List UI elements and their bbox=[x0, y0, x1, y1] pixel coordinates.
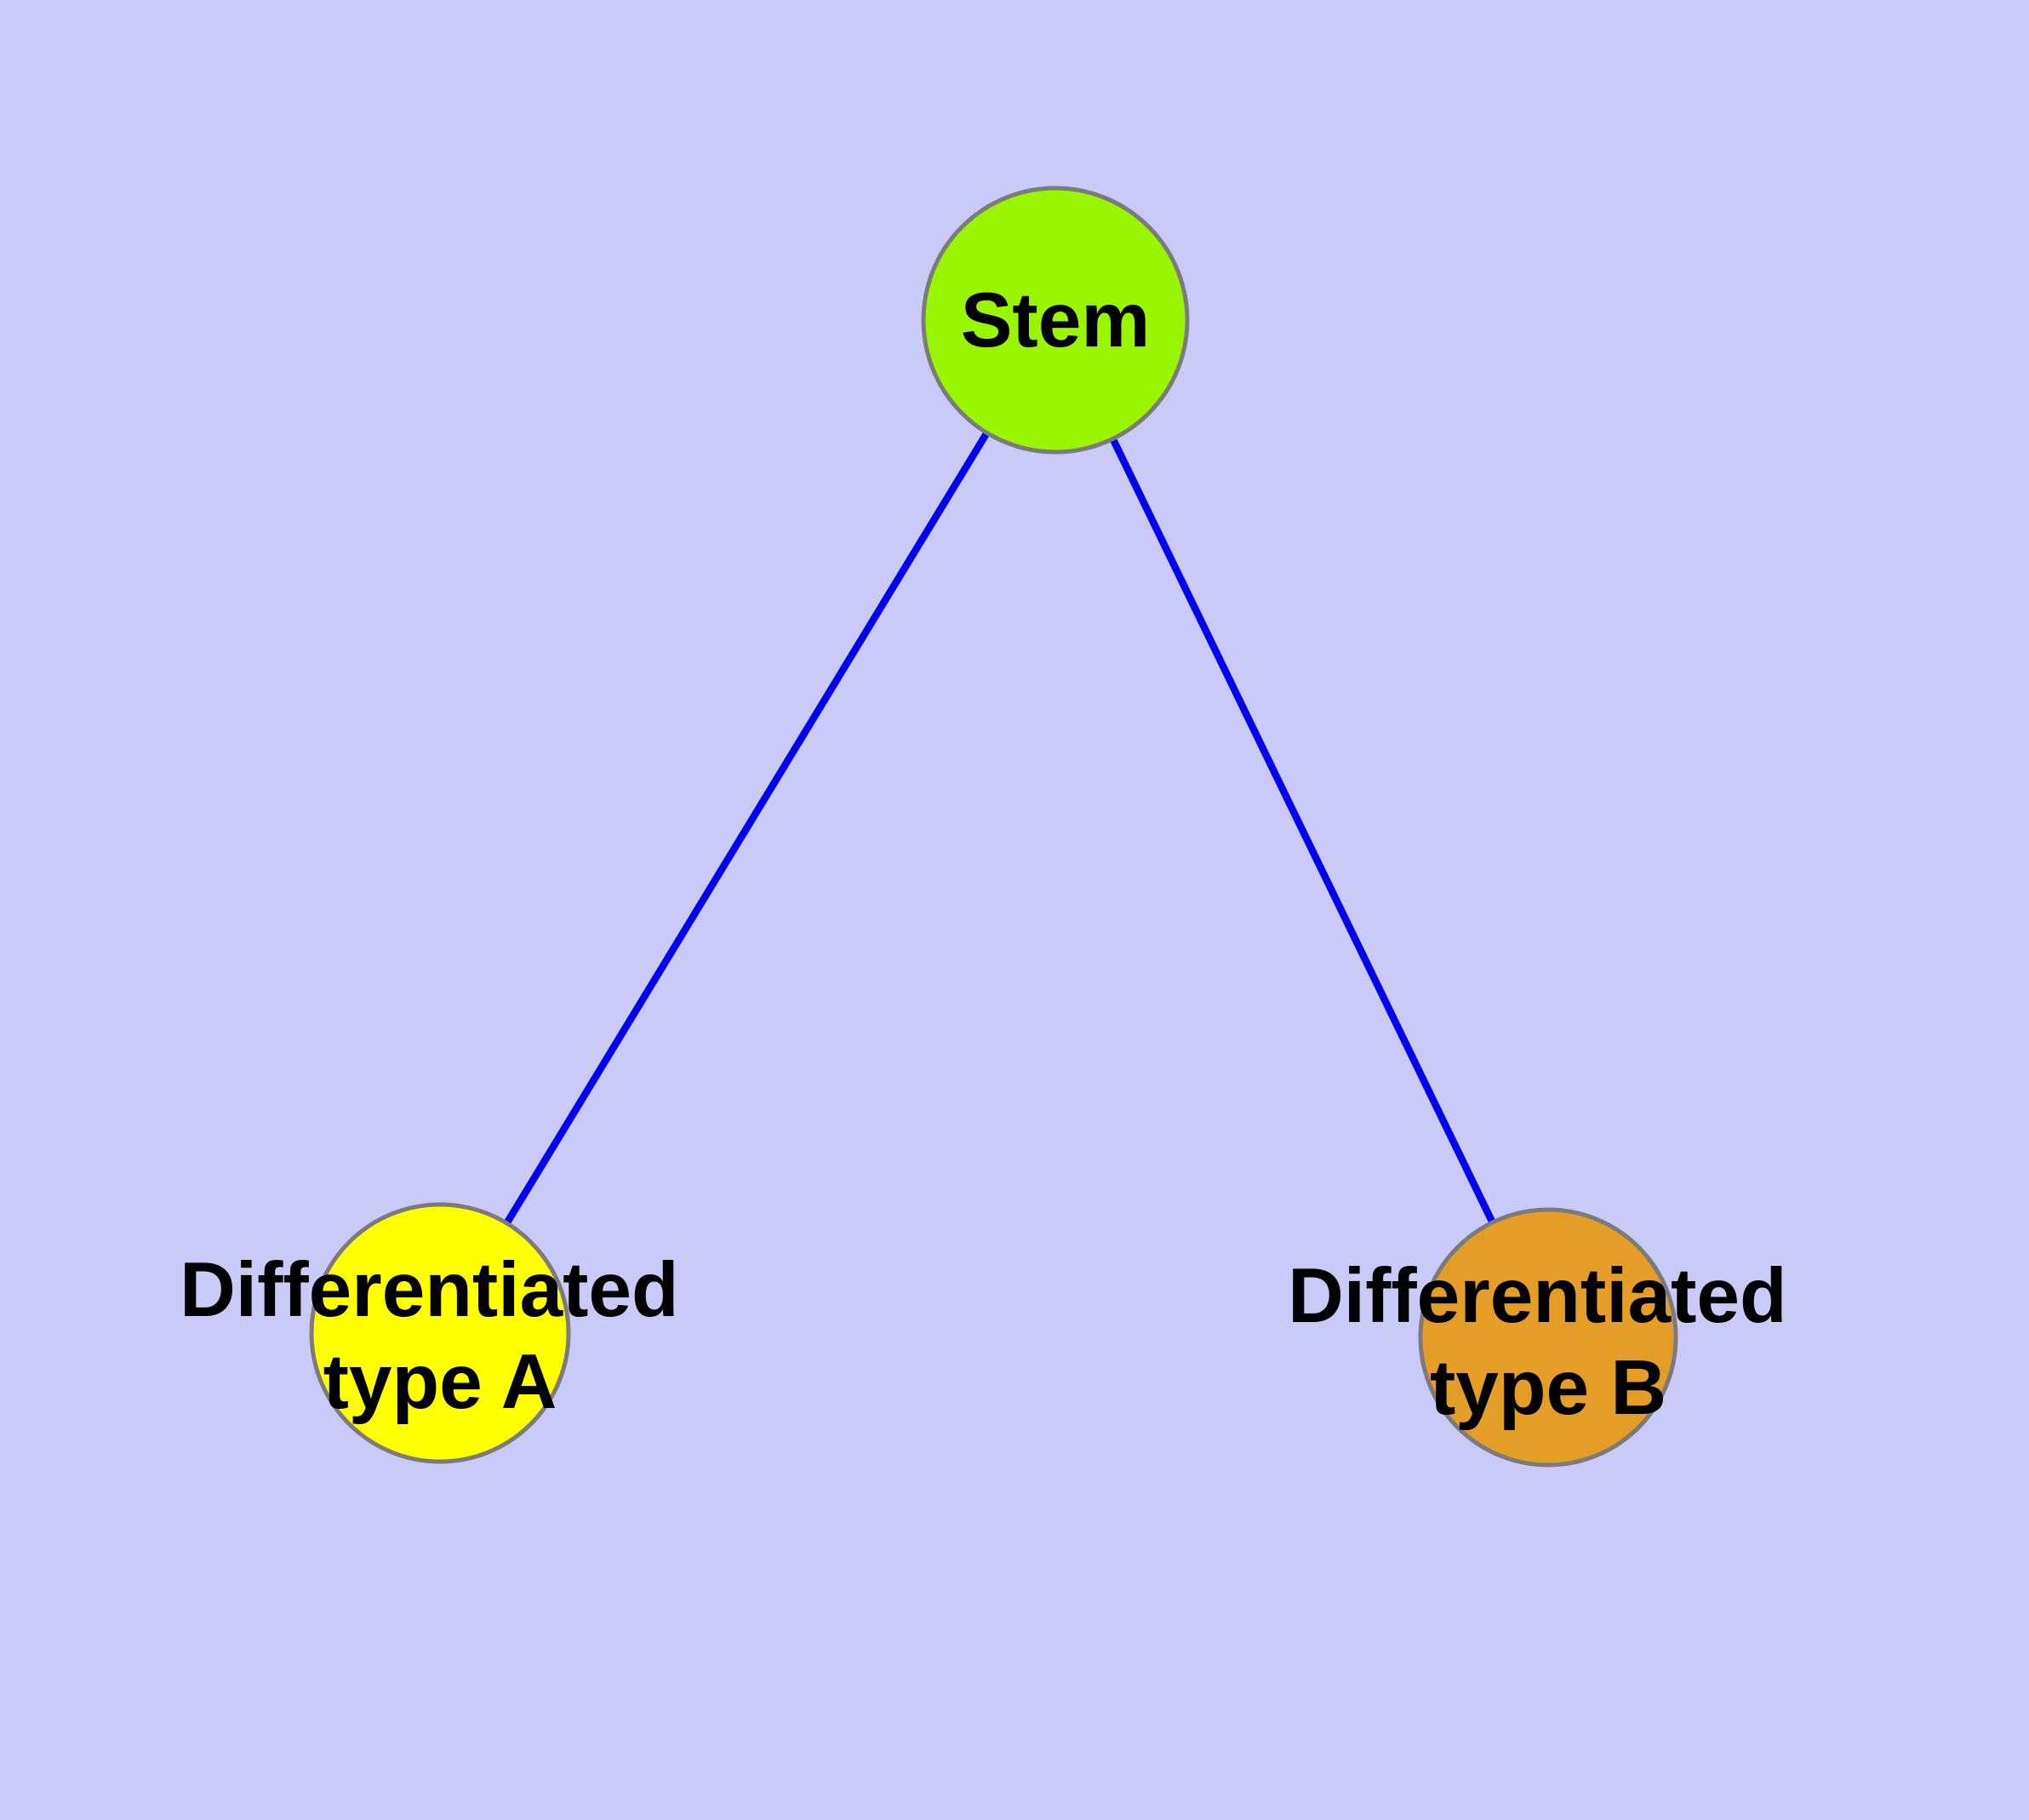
edge-stem-to-type-a bbox=[437, 318, 1059, 1336]
node-differentiated-type-b-label: Differentiated type B bbox=[1288, 1253, 1809, 1431]
node-differentiated-type-a bbox=[309, 1202, 571, 1464]
type-a-label-line2: type A bbox=[323, 1339, 557, 1425]
edge-stem-to-type-b bbox=[1052, 318, 1552, 1339]
node-differentiated-type-a-label: Differentiated type A bbox=[180, 1247, 700, 1425]
type-a-label-line1: Differentiated bbox=[180, 1247, 679, 1333]
node-stem-label: Stem bbox=[961, 278, 1151, 363]
type-b-label-line1: Differentiated bbox=[1288, 1253, 1787, 1339]
node-stem bbox=[921, 186, 1190, 455]
node-differentiated-type-b bbox=[1418, 1207, 1678, 1468]
type-b-label-line2: type B bbox=[1430, 1345, 1666, 1431]
